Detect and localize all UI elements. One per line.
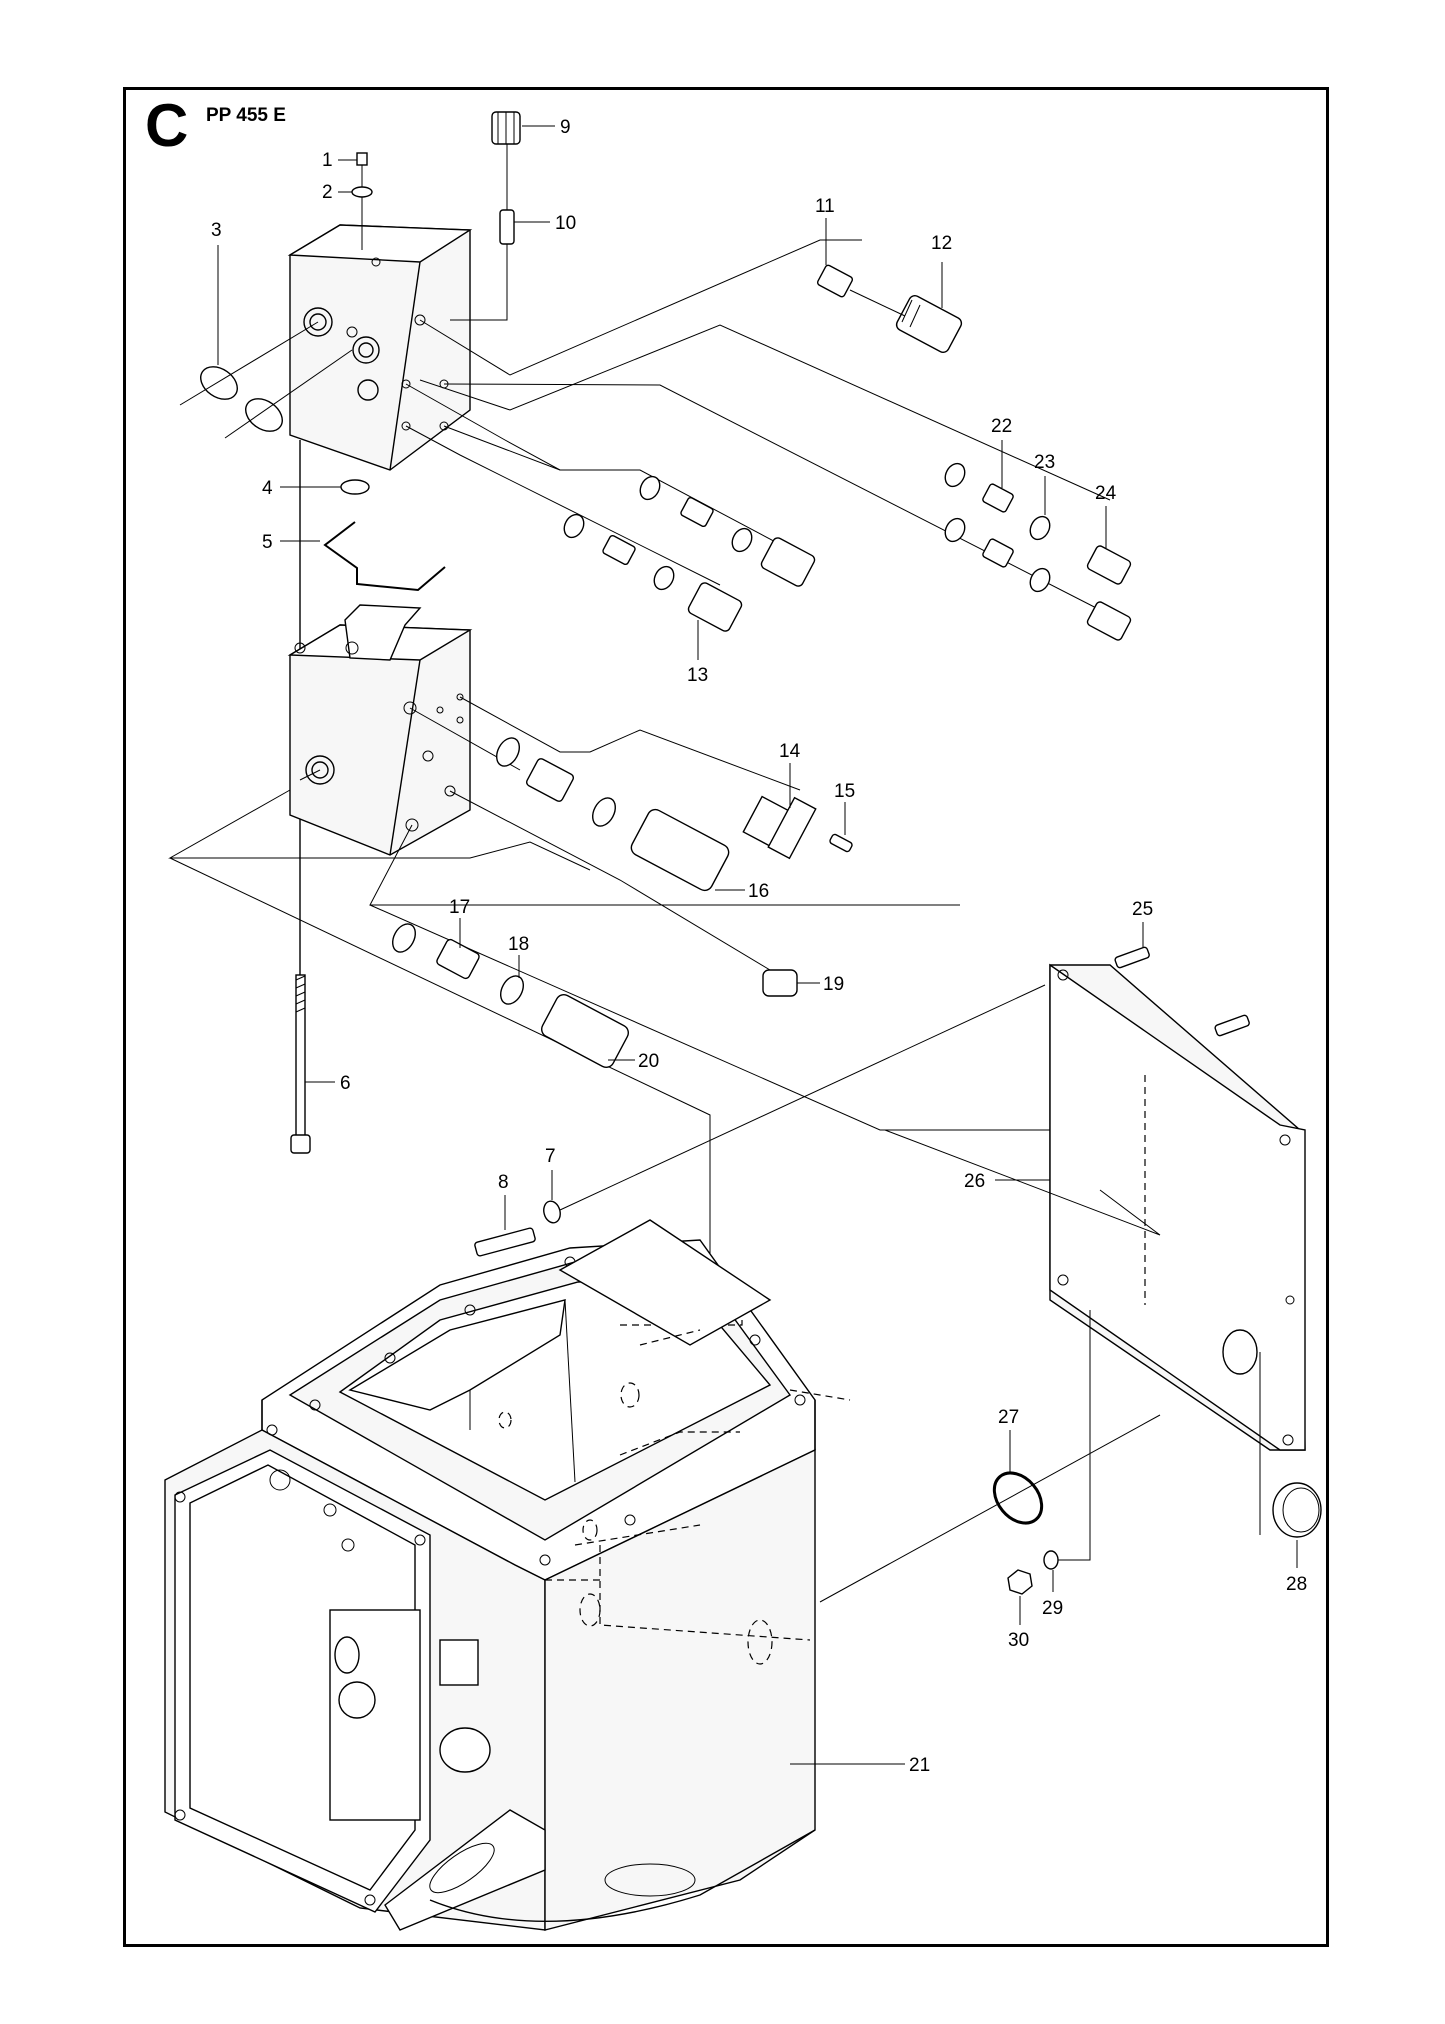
- svg-text:13: 13: [687, 665, 708, 686]
- part-number-callouts: 1 2 3 4 5 6 7: [211, 117, 1307, 1776]
- part-27-o-ring: [819, 1414, 1161, 1603]
- callout-26: 26: [964, 1171, 1050, 1192]
- section-letter: C: [145, 92, 189, 159]
- part-25-screws: [1114, 946, 1250, 1037]
- part-26-cover-plate: [1049, 963, 1306, 1535]
- housing-leader-lines: [884, 1129, 1161, 1236]
- callout-19: 19: [797, 974, 844, 995]
- svg-text:24: 24: [1095, 483, 1117, 504]
- svg-text:27: 27: [998, 1407, 1019, 1428]
- callout-24: 24: [1095, 483, 1117, 548]
- part-24-plugs: [1086, 545, 1132, 641]
- diagram-frame: [123, 87, 1329, 1947]
- part-9-knob: [491, 111, 521, 145]
- callout-29: 29: [1042, 1570, 1063, 1619]
- callout-25: 25: [1132, 899, 1153, 948]
- callout-22: 22: [991, 416, 1012, 488]
- part-19-plug: [762, 969, 798, 997]
- svg-text:6: 6: [340, 1073, 351, 1094]
- callout-15: 15: [834, 781, 855, 835]
- part-13-fittings: [563, 475, 816, 632]
- callout-11: 11: [815, 196, 835, 265]
- callout-21: 21: [790, 1755, 930, 1776]
- svg-text:25: 25: [1132, 899, 1153, 920]
- part-4-o-ring: [340, 479, 370, 495]
- callout-8: 8: [498, 1172, 509, 1230]
- svg-text:16: 16: [748, 881, 769, 902]
- svg-text:7: 7: [545, 1146, 556, 1167]
- svg-text:26: 26: [964, 1171, 985, 1192]
- part-10-pin: [450, 144, 515, 321]
- svg-text:28: 28: [1286, 1574, 1307, 1595]
- callout-2: 2: [322, 182, 352, 203]
- part-23-washers: [1029, 515, 1051, 593]
- callout-4: 4: [262, 478, 341, 499]
- svg-text:11: 11: [815, 196, 835, 217]
- svg-text:3: 3: [211, 220, 222, 241]
- part-20-coupling: [541, 994, 629, 1068]
- svg-text:20: 20: [638, 1051, 659, 1072]
- callout-7: 7: [545, 1146, 556, 1200]
- svg-text:10: 10: [555, 213, 576, 234]
- part-22-fittings: [944, 462, 1014, 568]
- svg-text:21: 21: [909, 1755, 930, 1776]
- part-8-bolt: [474, 1227, 536, 1257]
- svg-text:1: 1: [322, 150, 333, 171]
- svg-text:12: 12: [931, 233, 952, 254]
- part-7-washer: [543, 984, 1046, 1224]
- part-18-washer: [500, 975, 524, 1005]
- part-17-fitting: [392, 923, 480, 980]
- svg-text:5: 5: [262, 532, 273, 553]
- callout-10: 10: [514, 213, 576, 234]
- part-28-plug: [1272, 1482, 1322, 1538]
- callout-5: 5: [262, 532, 320, 553]
- svg-text:14: 14: [779, 741, 801, 762]
- callout-6: 6: [305, 1073, 351, 1094]
- part-21-housing: [164, 1219, 851, 1931]
- callout-14: 14: [779, 741, 801, 808]
- svg-text:9: 9: [560, 117, 571, 138]
- callout-27: 27: [998, 1407, 1019, 1472]
- part-5-wire: [323, 521, 446, 592]
- callout-12: 12: [931, 233, 952, 308]
- callout-13: 13: [687, 620, 708, 686]
- callout-20: 20: [608, 1051, 659, 1072]
- svg-text:30: 30: [1008, 1630, 1029, 1651]
- callout-16: 16: [715, 881, 769, 902]
- part-12-coupling: [849, 289, 963, 353]
- part-11-fitting: [816, 264, 854, 298]
- part-2-washer: [351, 186, 373, 198]
- svg-text:22: 22: [991, 416, 1012, 437]
- svg-text:4: 4: [262, 478, 273, 499]
- callout-17: 17: [449, 897, 470, 948]
- callout-3: 3: [211, 220, 222, 365]
- svg-text:23: 23: [1034, 452, 1055, 473]
- lower-valve-block: [287, 604, 473, 856]
- svg-text:17: 17: [449, 897, 470, 918]
- callout-1: 1: [322, 150, 357, 171]
- part-16-coupling: [496, 737, 730, 892]
- callout-23: 23: [1034, 452, 1055, 515]
- upper-valve-block: [287, 224, 473, 471]
- callout-28: 28: [1286, 1540, 1307, 1595]
- part-1-screw: [356, 152, 368, 250]
- svg-text:19: 19: [823, 974, 844, 995]
- svg-text:15: 15: [834, 781, 855, 802]
- svg-text:29: 29: [1042, 1598, 1063, 1619]
- svg-text:8: 8: [498, 1172, 509, 1193]
- callout-30: 30: [1008, 1596, 1029, 1651]
- callout-18: 18: [508, 934, 529, 978]
- model-label: PP 455 E: [206, 105, 286, 126]
- part-15-screw: [829, 833, 853, 853]
- part-30-nut: [1007, 1569, 1033, 1595]
- svg-text:18: 18: [508, 934, 529, 955]
- part-29-washer: [1043, 1310, 1091, 1570]
- svg-text:2: 2: [322, 182, 333, 203]
- part-3-o-rings: [179, 321, 353, 439]
- part-14-connector: [742, 795, 817, 860]
- callout-9: 9: [522, 117, 571, 138]
